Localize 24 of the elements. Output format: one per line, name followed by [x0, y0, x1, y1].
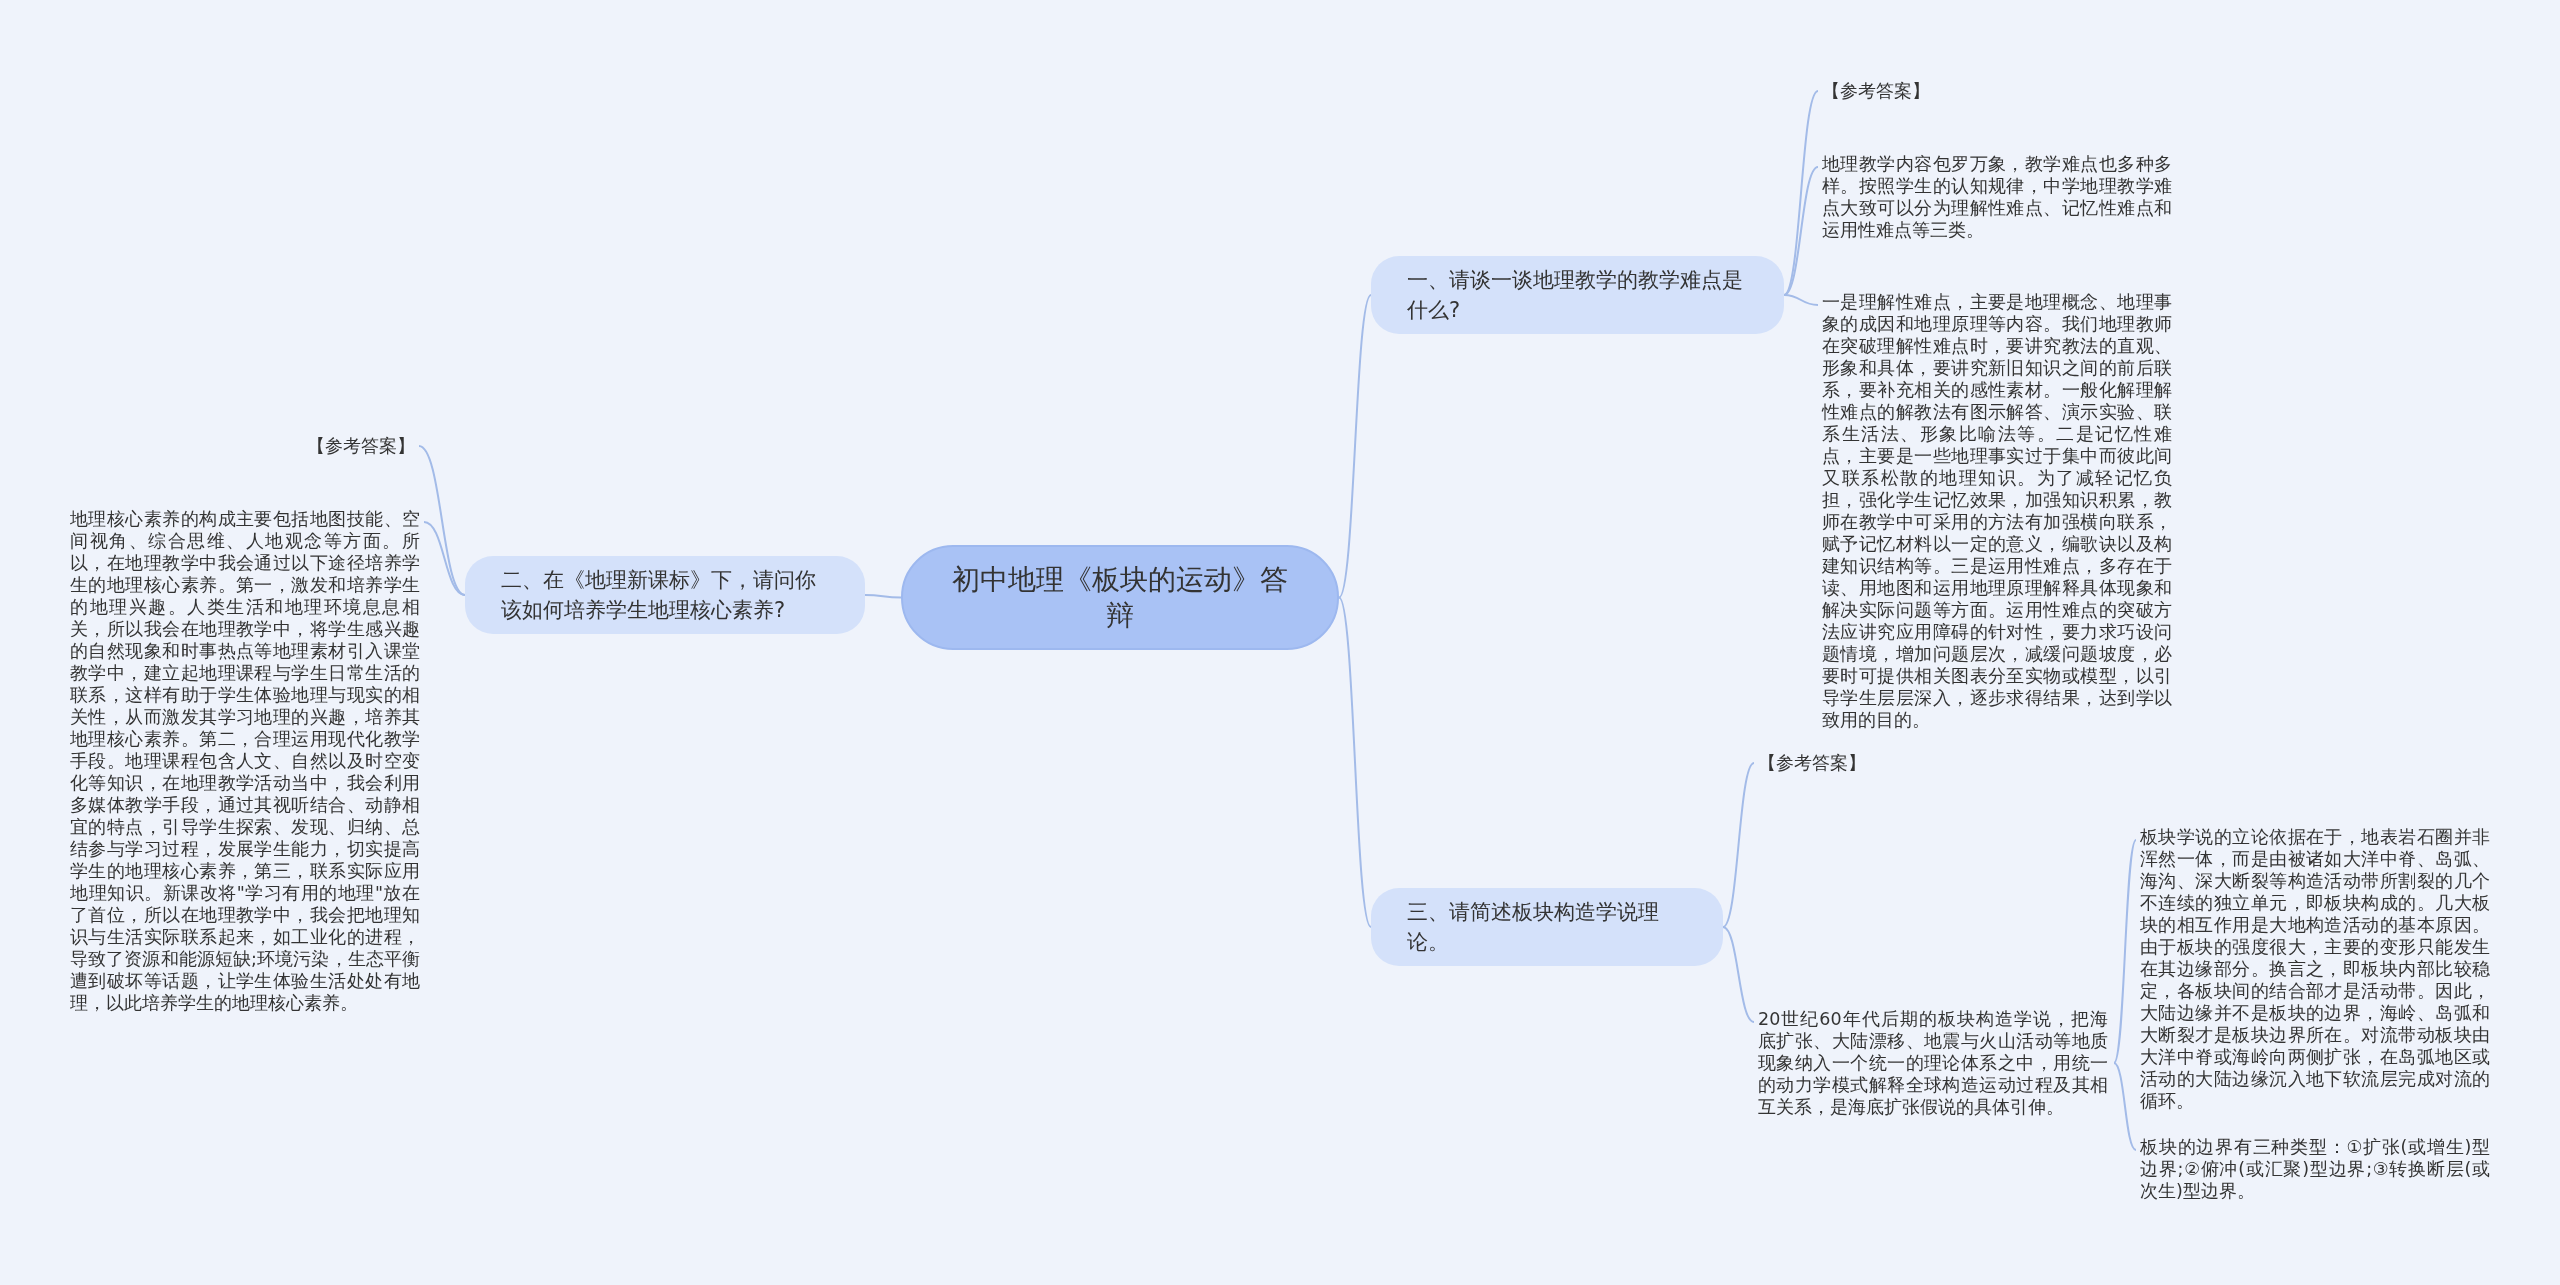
answer-text: 20世纪60年代后期的板块构造学说，把海底扩张、大陆漂移、地震与火山活动等地质现象纳入一个统一的理论体系之中，用统一的动力学模式解释全球构造运动过程及其相互关系，是海底扩张假说的具体引伸。 — [1758, 1008, 2108, 1118]
connector-line — [2113, 839, 2137, 1064]
answer-text: 地理核心素养的构成主要包括地图技能、空间视角、综合思维、人地观念等方面。所以，在地理教学中我会通过以下途径培养学生的地理核心素养。第一，激发和培养学生的地理兴趣。人类生活和地理环境息息相关，所以我会在地理教学中，将学生感兴趣的自然现象和时事热点等地理素材引入课堂教学中，建立起地理课程与学生日常生活的联系，这样有助于学生体验地理与现实的相关性，从而激发其学习地理的兴趣，培养其地理核心素养。第二，合理运用现代化教学手段。地理课程包含人文、自然以及时空变化等知识，在地理教学活动当中，我会利用多媒体教学手段，通过其视听结合、动静相宜的特点，引导学生探索、发现、归纳、总结参与学习过程，发展学生能力，切实提高学生的地理核心素养，第三，联系实际应用地理知识。新课改将"学习有用的地理"放在了首位，所以在地理教学中，我会把地理知识与生活实际联系起来，如工业化的进程，导致了资源和能源短缺;环境污染，生态平衡遭到破坏等话题，让学生体验生活处处有地理，以此培养学生的地理核心素养。 — [70, 508, 420, 1014]
answer-text: 【参考答案】 — [215, 435, 415, 457]
connector-line — [423, 521, 466, 596]
answer-text: 【参考答案】 — [1822, 80, 2022, 102]
connector-line — [1338, 596, 1372, 928]
question-topic: 二、在《地理新课标》下，请问你该如何培养学生地理核心素养? — [465, 556, 865, 634]
connector-line — [1783, 90, 1819, 296]
connector-line — [1783, 294, 1819, 306]
connector-line — [2113, 1062, 2137, 1151]
connector-line — [1722, 762, 1755, 928]
question-topic: 三、请简述板块构造学说理论。 — [1371, 888, 1723, 966]
connector-line — [1338, 294, 1372, 599]
connector-line — [1783, 166, 1819, 296]
connector-line — [1722, 926, 1755, 1023]
central-topic: 初中地理《板块的运动》答辩 — [901, 545, 1339, 650]
answer-text: 板块的边界有三种类型：①扩张(或增生)型边界;②俯冲(或汇聚)型边界;③转换断层(或次生)型边界。 — [2140, 1136, 2490, 1202]
connector-line — [864, 594, 902, 599]
answer-text: 一是理解性难点，主要是地理概念、地理事象的成因和地理原理等内容。我们地理教师在突破理解性难点时，要讲究教法的直观、形象和具体，要讲究新旧知识之间的前后联系，要补充相关的感性素材。一般化解理解性难点的解教法有图示解答、演示实验、联系生活法、形象比喻法等。二是记忆性难点，主要是一些地理事实过于集中而彼此间又联系松散的地理知识。为了减轻记忆负担，强化学生记忆效果，加强知识积累，教师在教学中可采用的方法有加强横向联系，赋予记忆材料以一定的意义，编歌诀以及构建知识结构等。三是运用性难点，多存在于读、用地图和运用地理原理解释具体现象和解决实际问题等方面。运用性难点的突破方法应讲究应用障碍的针对性，要力求巧设问题情境，增加问题层次，减缓问题坡度，必要时可提供相关图表分至实物或模型，以引导学生层层深入，逐步求得结果，达到学以致用的目的。 — [1822, 291, 2172, 731]
answer-text: 【参考答案】 — [1758, 752, 1958, 774]
question-topic: 一、请谈一谈地理教学的教学难点是什么? — [1371, 256, 1784, 334]
answer-text: 板块学说的立论依据在于，地表岩石圈并非浑然一体，而是由被诸如大洋中脊、岛弧、海沟、深大断裂等构造活动带所割裂的几个不连续的独立单元，即板块构成的。几大板块的相互作用是大地构造活动的基本原因。由于板块的强度很大，主要的变形只能发生在其边缘部分。换言之，即板块内部比较稳定，各板块间的结合部才是活动带。因此，大陆边缘并不是板块的边界，海岭、岛弧和大断裂才是板块边界所在。对流带动板块由大洋中脊或海岭向两侧扩张，在岛弧地区或活动的大陆边缘沉入地下软流层完成对流的循环。 — [2140, 826, 2490, 1112]
answer-text: 地理教学内容包罗万象，教学难点也多种多样。按照学生的认知规律，中学地理教学难点大致可以分为理解性难点、记忆性难点和运用性难点等三类。 — [1822, 153, 2172, 241]
